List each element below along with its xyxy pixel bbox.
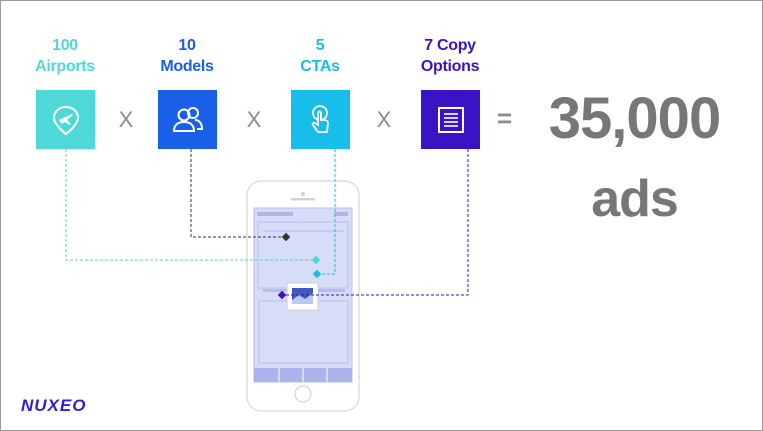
factor-label-airports: 100 Airports [5, 35, 125, 77]
factor-name: Airports [35, 58, 95, 75]
equals-sign: = [497, 103, 513, 133]
models-box [158, 90, 217, 149]
tap-finger-icon [311, 104, 329, 133]
people-icon [172, 106, 203, 132]
multiply-sign-3: X [376, 107, 392, 132]
factor-count: 5 [315, 37, 325, 54]
factor-name: CTAs [300, 58, 340, 75]
copy-options-box [421, 90, 480, 149]
factor-label-copy-options: 7 Copy Options [390, 35, 510, 77]
result-value: 35,000 [548, 86, 721, 151]
factor-count: 100 [52, 37, 78, 54]
multiply-sign-1: X [118, 107, 134, 132]
factor-name: Models [160, 58, 214, 75]
airports-connector [65, 149, 321, 265]
nuxeo-logo: NUXEO [21, 396, 87, 415]
factor-count: 10 [178, 37, 196, 54]
document-lines-icon [437, 106, 464, 133]
copy-options-connector [277, 149, 469, 300]
factor-label-models: 10 Models [127, 35, 247, 77]
ad-image-card [286, 282, 319, 311]
models-connector [190, 149, 291, 242]
factor-name: Options [420, 58, 480, 75]
factor-label-ctas: 5 CTAs [260, 35, 380, 77]
airports-box [36, 90, 95, 149]
ctas-connector [312, 149, 336, 279]
multiply-sign-2: X [246, 107, 262, 132]
factor-count: 7 Copy [424, 37, 476, 54]
ctas-box [291, 90, 350, 149]
result-unit: ads [591, 170, 679, 228]
plane-location-icon [52, 105, 79, 135]
